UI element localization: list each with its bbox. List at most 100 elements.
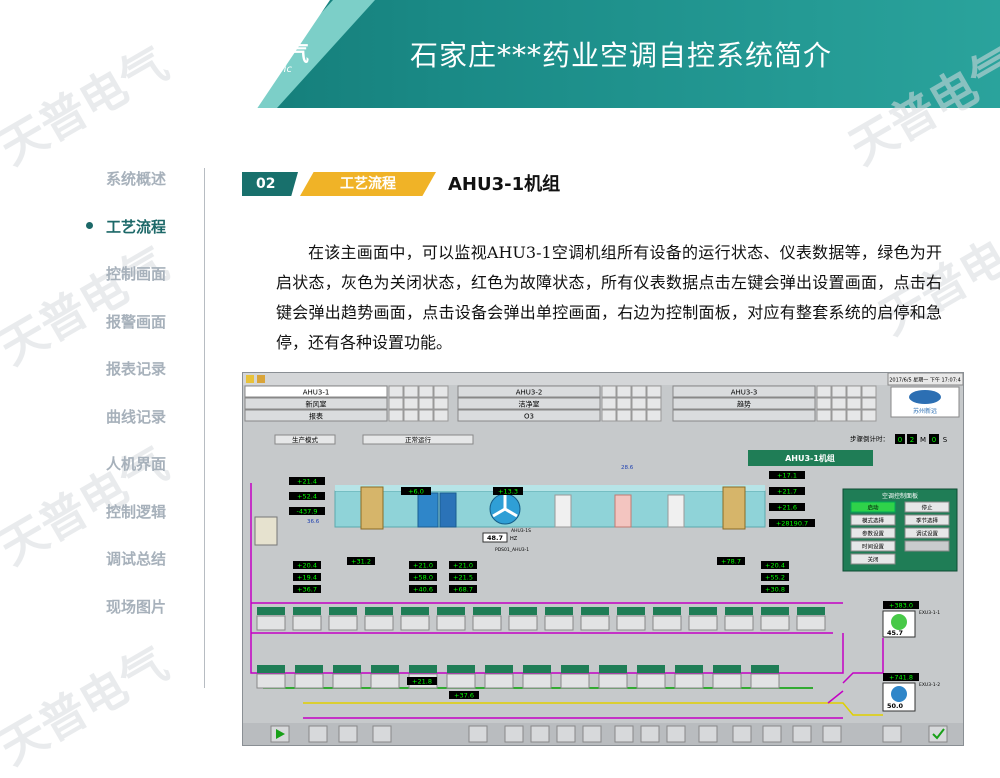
reading-value[interactable]: +21.4 — [297, 478, 317, 486]
toolbar-button[interactable] — [640, 725, 660, 743]
countdown-display: 0 2 M 0 S — [895, 434, 948, 444]
blank-button[interactable] — [904, 540, 950, 552]
mid-filter[interactable] — [667, 494, 685, 528]
open-icon[interactable] — [257, 375, 265, 383]
reading-value[interactable]: +20.4 — [765, 562, 785, 570]
mode-label-box[interactable] — [274, 434, 336, 445]
tab-report[interactable] — [244, 409, 388, 422]
mode-select-button[interactable] — [850, 514, 896, 526]
brand-name-en: TianPu Electric — [218, 64, 292, 75]
tab-small-cells — [388, 385, 877, 422]
toolbar-button[interactable] — [882, 725, 902, 743]
reading-value[interactable]: -437.9 — [297, 508, 318, 516]
hmi-toolbar — [243, 373, 963, 385]
tab-clean-room[interactable] — [457, 397, 601, 410]
reading-value[interactable]: +21.5 — [453, 574, 473, 582]
reading-value[interactable]: +40.6 — [413, 586, 433, 594]
sidebar-item[interactable]: 曲线记录 — [80, 406, 200, 454]
toolbar-button[interactable] — [308, 725, 328, 743]
toolbar-button[interactable] — [372, 725, 392, 743]
sidebar-item-label: 人机界面 — [106, 455, 167, 473]
debug-settings-button[interactable] — [904, 527, 950, 539]
section-tag: 工艺流程 — [300, 172, 436, 196]
tab-empty[interactable] — [672, 409, 816, 422]
confirm-button[interactable] — [928, 725, 948, 743]
sidebar-item[interactable]: 报警画面 — [80, 311, 200, 359]
unit-title-box — [748, 450, 873, 466]
start-button[interactable] — [850, 501, 896, 513]
tab-ahu3-1[interactable] — [244, 385, 388, 398]
toolbar-button[interactable] — [338, 725, 358, 743]
sidebar-item[interactable]: 控制画面 — [80, 263, 200, 311]
nav-up-button[interactable] — [530, 725, 550, 743]
reheat-coil[interactable] — [614, 494, 632, 528]
reading-value[interactable]: +58.0 — [413, 574, 433, 582]
toolbar-button[interactable] — [732, 725, 752, 743]
brand-mark-icon — [160, 33, 212, 77]
fresh-air-damper[interactable] — [254, 516, 278, 546]
param-settings-button[interactable] — [850, 527, 896, 539]
exhaust-fan-2[interactable]: +741.8 50.0 EXU3-1-2 — [882, 673, 940, 712]
reading-value[interactable]: +21.0 — [413, 562, 433, 570]
exhaust-fan-1[interactable]: +383.0 45.7 EXU3-1-1 — [882, 601, 940, 638]
tab-ahu3-1-label: AHU3-1 — [303, 389, 330, 397]
reading-value[interactable]: +19.4 — [297, 574, 317, 582]
toolbar-button[interactable] — [666, 725, 686, 743]
reading-value[interactable]: +741.8 — [889, 674, 913, 682]
sidebar-item[interactable]: 报表记录 — [80, 358, 200, 406]
humidifier[interactable] — [554, 494, 572, 528]
time-settings-button[interactable] — [850, 540, 896, 552]
reading-value[interactable]: +20.4 — [297, 562, 317, 570]
sidebar-item[interactable]: 人机界面 — [80, 453, 200, 501]
heating-coil[interactable] — [439, 492, 457, 528]
reading-value[interactable]: +55.2 — [765, 574, 785, 582]
toolbar-button[interactable] — [762, 725, 782, 743]
reading-value[interactable]: +28190.7 — [776, 520, 808, 528]
sidebar-item[interactable]: 调试总结 — [80, 548, 200, 596]
reading-value[interactable]: +68.7 — [453, 586, 473, 594]
close-button[interactable] — [850, 553, 896, 565]
fan-speed-value[interactable]: 48.7 — [487, 534, 503, 542]
sidebar-item[interactable]: 系统概述 — [80, 168, 200, 216]
tab-fresh-air-label: 新风室 — [306, 400, 327, 409]
tab-ahu3-2[interactable] — [457, 385, 601, 398]
reading-value[interactable]: +383.0 — [889, 602, 913, 610]
reading-value[interactable]: +36.7 — [297, 586, 317, 594]
sidebar-item-label: 控制逻辑 — [106, 502, 167, 521]
pre-filter[interactable] — [360, 486, 384, 530]
nav-right-button[interactable] — [582, 725, 602, 743]
tab-o3-label: O3 — [524, 413, 534, 421]
reading-value[interactable]: +31.2 — [351, 558, 371, 566]
tab-trend[interactable] — [672, 397, 816, 410]
sidebar-item-active[interactable]: 工艺流程 — [80, 216, 200, 264]
sidebar-item[interactable]: 控制逻辑 — [80, 501, 200, 549]
nav-down-button[interactable] — [556, 725, 576, 743]
reading-value[interactable]: +78.7 — [721, 558, 741, 566]
reading-value[interactable]: +21.7 — [777, 488, 797, 496]
reading-value[interactable]: +37.6 — [454, 692, 474, 700]
unit-title: AHU3-1机组 — [785, 453, 835, 463]
reading-value[interactable]: +21.6 — [777, 504, 797, 512]
sidebar-item[interactable]: 现场图片 — [80, 596, 200, 644]
reading-value[interactable]: +17.1 — [777, 472, 797, 480]
nav-left-button[interactable] — [504, 725, 524, 743]
tab-o3[interactable] — [457, 409, 601, 422]
reading-value[interactable]: +30.8 — [765, 586, 785, 594]
reading-value[interactable]: +21.0 — [453, 562, 473, 570]
folder-icon[interactable] — [246, 375, 254, 383]
reading-value[interactable]: +21.8 — [412, 678, 432, 686]
tab-ahu3-3[interactable] — [672, 385, 816, 398]
stop-button[interactable] — [904, 501, 950, 513]
hepa-filter[interactable] — [722, 486, 746, 530]
toolbar-button[interactable] — [614, 725, 634, 743]
season-select-button[interactable] — [904, 514, 950, 526]
cooling-coil[interactable] — [417, 492, 439, 528]
toolbar-button[interactable] — [792, 725, 812, 743]
reading-value[interactable]: +52.4 — [297, 493, 317, 501]
toolbar-button[interactable] — [468, 725, 488, 743]
toolbar-button[interactable] — [698, 725, 718, 743]
toolbar-button[interactable] — [822, 725, 842, 743]
tab-fresh-air[interactable] — [244, 397, 388, 410]
reading-value[interactable]: +13.3 — [498, 488, 518, 496]
reading-value[interactable]: +6.0 — [408, 488, 424, 496]
